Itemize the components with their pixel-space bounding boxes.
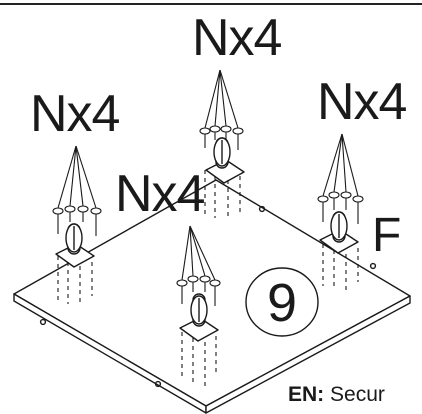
screw-icon <box>352 195 364 224</box>
step-number: 9 <box>266 273 298 333</box>
screw-quantity-label-top: Nx4 <box>192 9 282 67</box>
screw-insertion-guides <box>57 170 359 386</box>
panel-hole <box>39 318 47 326</box>
panel-hole <box>369 262 377 270</box>
screw-icon <box>90 207 102 236</box>
leader-lines-middle <box>181 225 216 281</box>
leader-lines-right <box>322 133 359 197</box>
caption-language-code: EN: <box>288 383 325 406</box>
screw-icon <box>209 279 221 306</box>
screw-icon <box>232 127 244 150</box>
screw-icon <box>187 275 199 292</box>
screw-icon <box>199 275 211 292</box>
screw-icon <box>328 191 340 210</box>
instruction-caption: EN: Secur <box>288 384 385 405</box>
screw-icon <box>64 205 76 222</box>
step-number-circle <box>245 267 319 337</box>
caster-wheel-icon <box>179 293 219 342</box>
screw-quantity-label-middle: Nx4 <box>115 165 205 223</box>
leader-lines-left <box>57 145 97 209</box>
caption-text: Secur <box>330 383 385 406</box>
screw-quantity-label-right: Nx4 <box>317 73 407 131</box>
caster-wheel-icon <box>319 211 359 254</box>
screw-icon <box>317 195 329 222</box>
screw-icon <box>176 279 188 304</box>
top-divider <box>0 3 422 5</box>
screw-icon <box>199 127 211 148</box>
side-marker-letter: F <box>372 209 402 262</box>
screw-icon <box>220 125 232 140</box>
screw-icon <box>77 205 89 222</box>
screw-quantity-label-left: Nx4 <box>30 85 120 143</box>
leader-lines-top <box>204 69 239 129</box>
panel-hole <box>258 205 266 213</box>
screw-icon <box>209 125 221 140</box>
screw-icon <box>52 207 64 234</box>
base-panel <box>13 179 411 414</box>
panel-hole <box>154 380 162 388</box>
screw-icon <box>340 191 352 210</box>
caster-wheel-icon <box>205 137 245 184</box>
